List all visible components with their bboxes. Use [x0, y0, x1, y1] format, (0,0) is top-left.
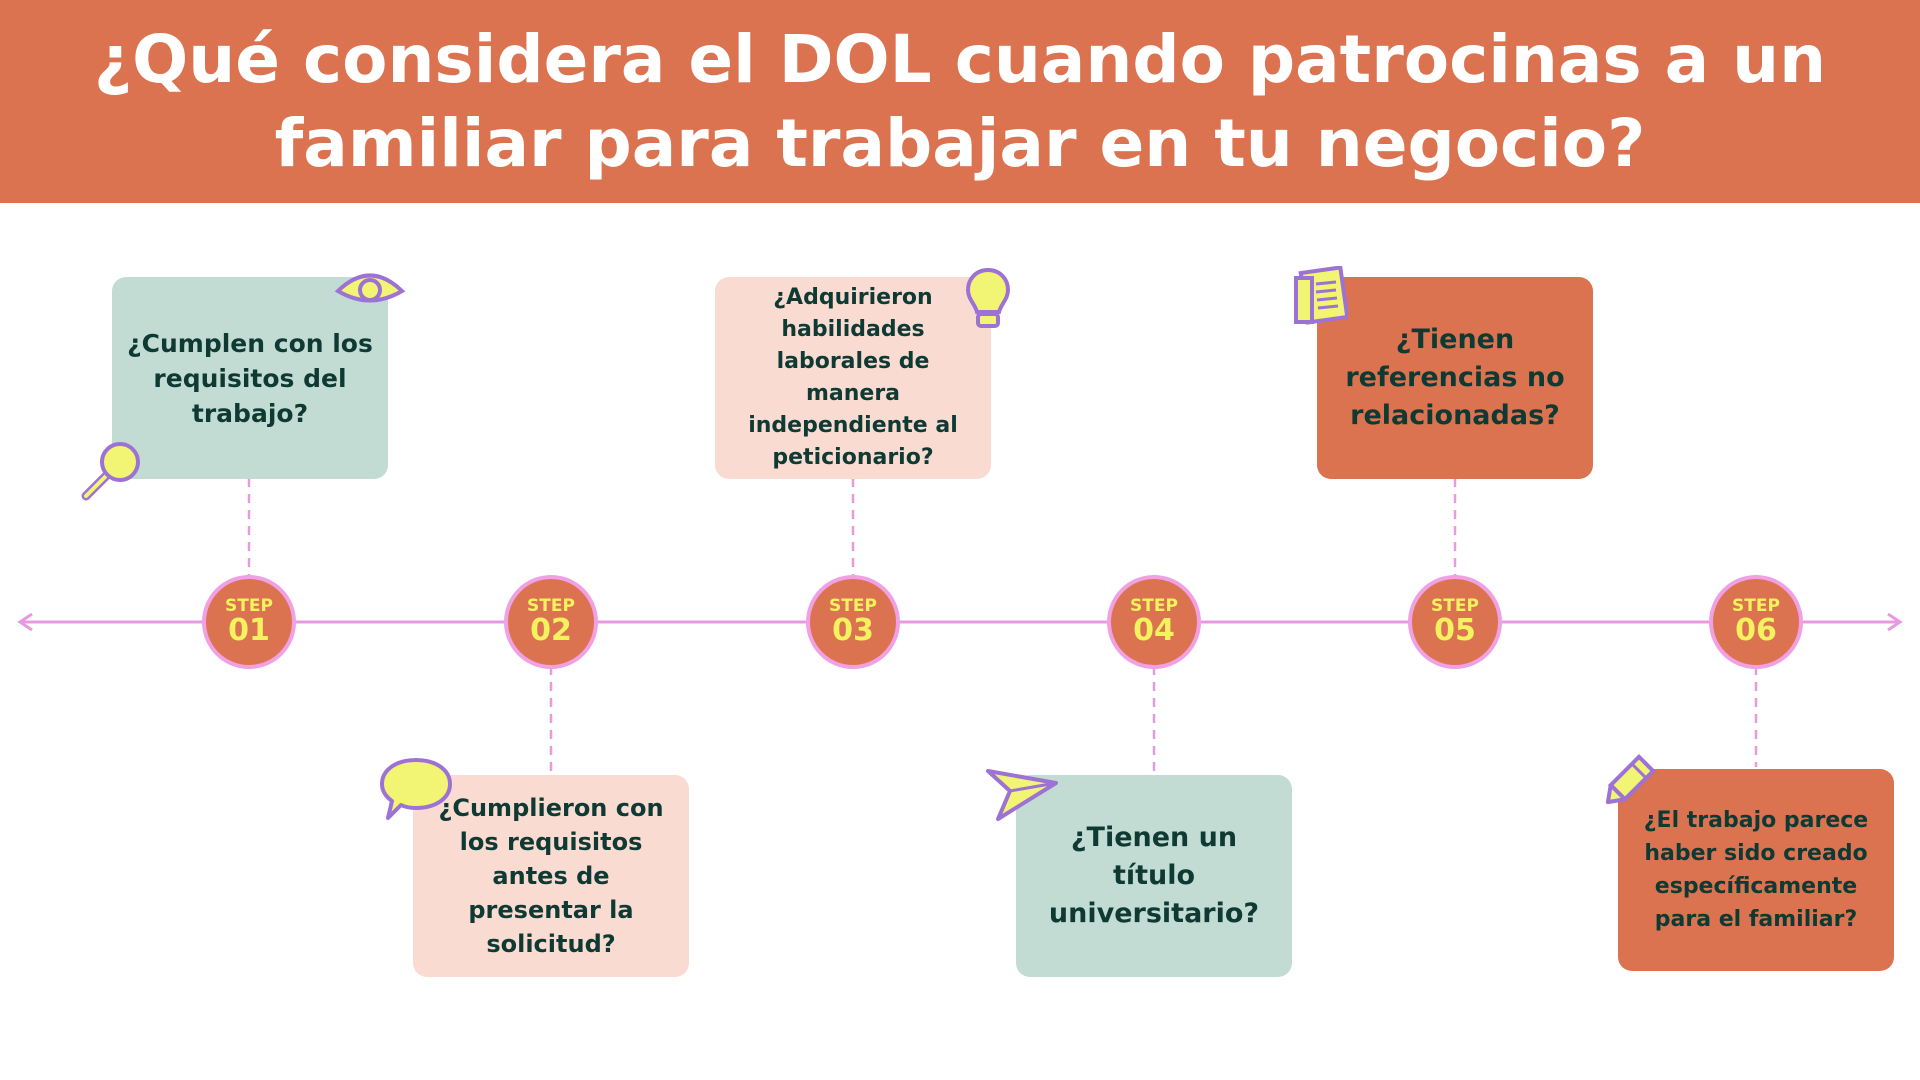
step-label: STEP: [527, 596, 575, 616]
paper-plane-icon: [986, 769, 1058, 821]
card-question: ¿Cumplieron con los requisitos antes de …: [438, 794, 664, 958]
step-node-05: STEP 05: [1408, 575, 1502, 669]
card-step-02: ¿Cumplieron con los requisitos antes de …: [413, 775, 689, 977]
step-label: STEP: [1130, 596, 1178, 616]
step-number: 06: [1735, 613, 1777, 648]
pencil-icon: [1605, 754, 1656, 805]
header-banner: ¿Qué considera el DOL cuando patrocinas …: [0, 0, 1920, 203]
speech-bubble-icon: [380, 758, 452, 820]
card-question: ¿El trabajo parece haber sido creado esp…: [1643, 808, 1869, 932]
step-number: 03: [832, 613, 874, 648]
step-node-06: STEP 06: [1709, 575, 1803, 669]
timeline-arrow-right: [1887, 612, 1903, 632]
step-node-02: STEP 02: [504, 575, 598, 669]
card-step-04: ¿Tienen un título universitario?: [1016, 775, 1292, 977]
card-step-03: ¿Adquirieron habilidades laborales de ma…: [715, 277, 991, 479]
step-label: STEP: [225, 596, 273, 616]
step-number: 01: [228, 613, 270, 648]
card-question: ¿Adquirieron habilidades laborales de ma…: [748, 285, 958, 470]
card-step-01: ¿Cumplen con los requisitos del trabajo?: [112, 277, 388, 479]
timeline-arrow-left: [17, 612, 33, 632]
lightbulb-icon: [965, 267, 1011, 328]
step-label: STEP: [829, 596, 877, 616]
step-label: STEP: [1732, 596, 1780, 616]
newspaper-icon: [1294, 266, 1348, 325]
card-step-06: ¿El trabajo parece haber sido creado esp…: [1618, 769, 1894, 971]
card-step-05: ¿Tienen referencias no relacionadas?: [1317, 277, 1593, 479]
magnifying-glass-icon: [81, 442, 140, 501]
step-number: 05: [1434, 613, 1476, 648]
card-question: ¿Cumplen con los requisitos del trabajo?: [127, 328, 373, 428]
step-label: STEP: [1431, 596, 1479, 616]
card-question: ¿Tienen referencias no relacionadas?: [1345, 324, 1565, 431]
card-question: ¿Tienen un título universitario?: [1048, 822, 1260, 929]
step-node-01: STEP 01: [202, 575, 296, 669]
step-node-04: STEP 04: [1107, 575, 1201, 669]
step-node-03: STEP 03: [806, 575, 900, 669]
step-number: 04: [1133, 613, 1175, 648]
page-title: ¿Qué considera el DOL cuando patrocinas …: [93, 20, 1827, 182]
step-number: 02: [530, 613, 572, 648]
eye-icon: [334, 273, 406, 303]
